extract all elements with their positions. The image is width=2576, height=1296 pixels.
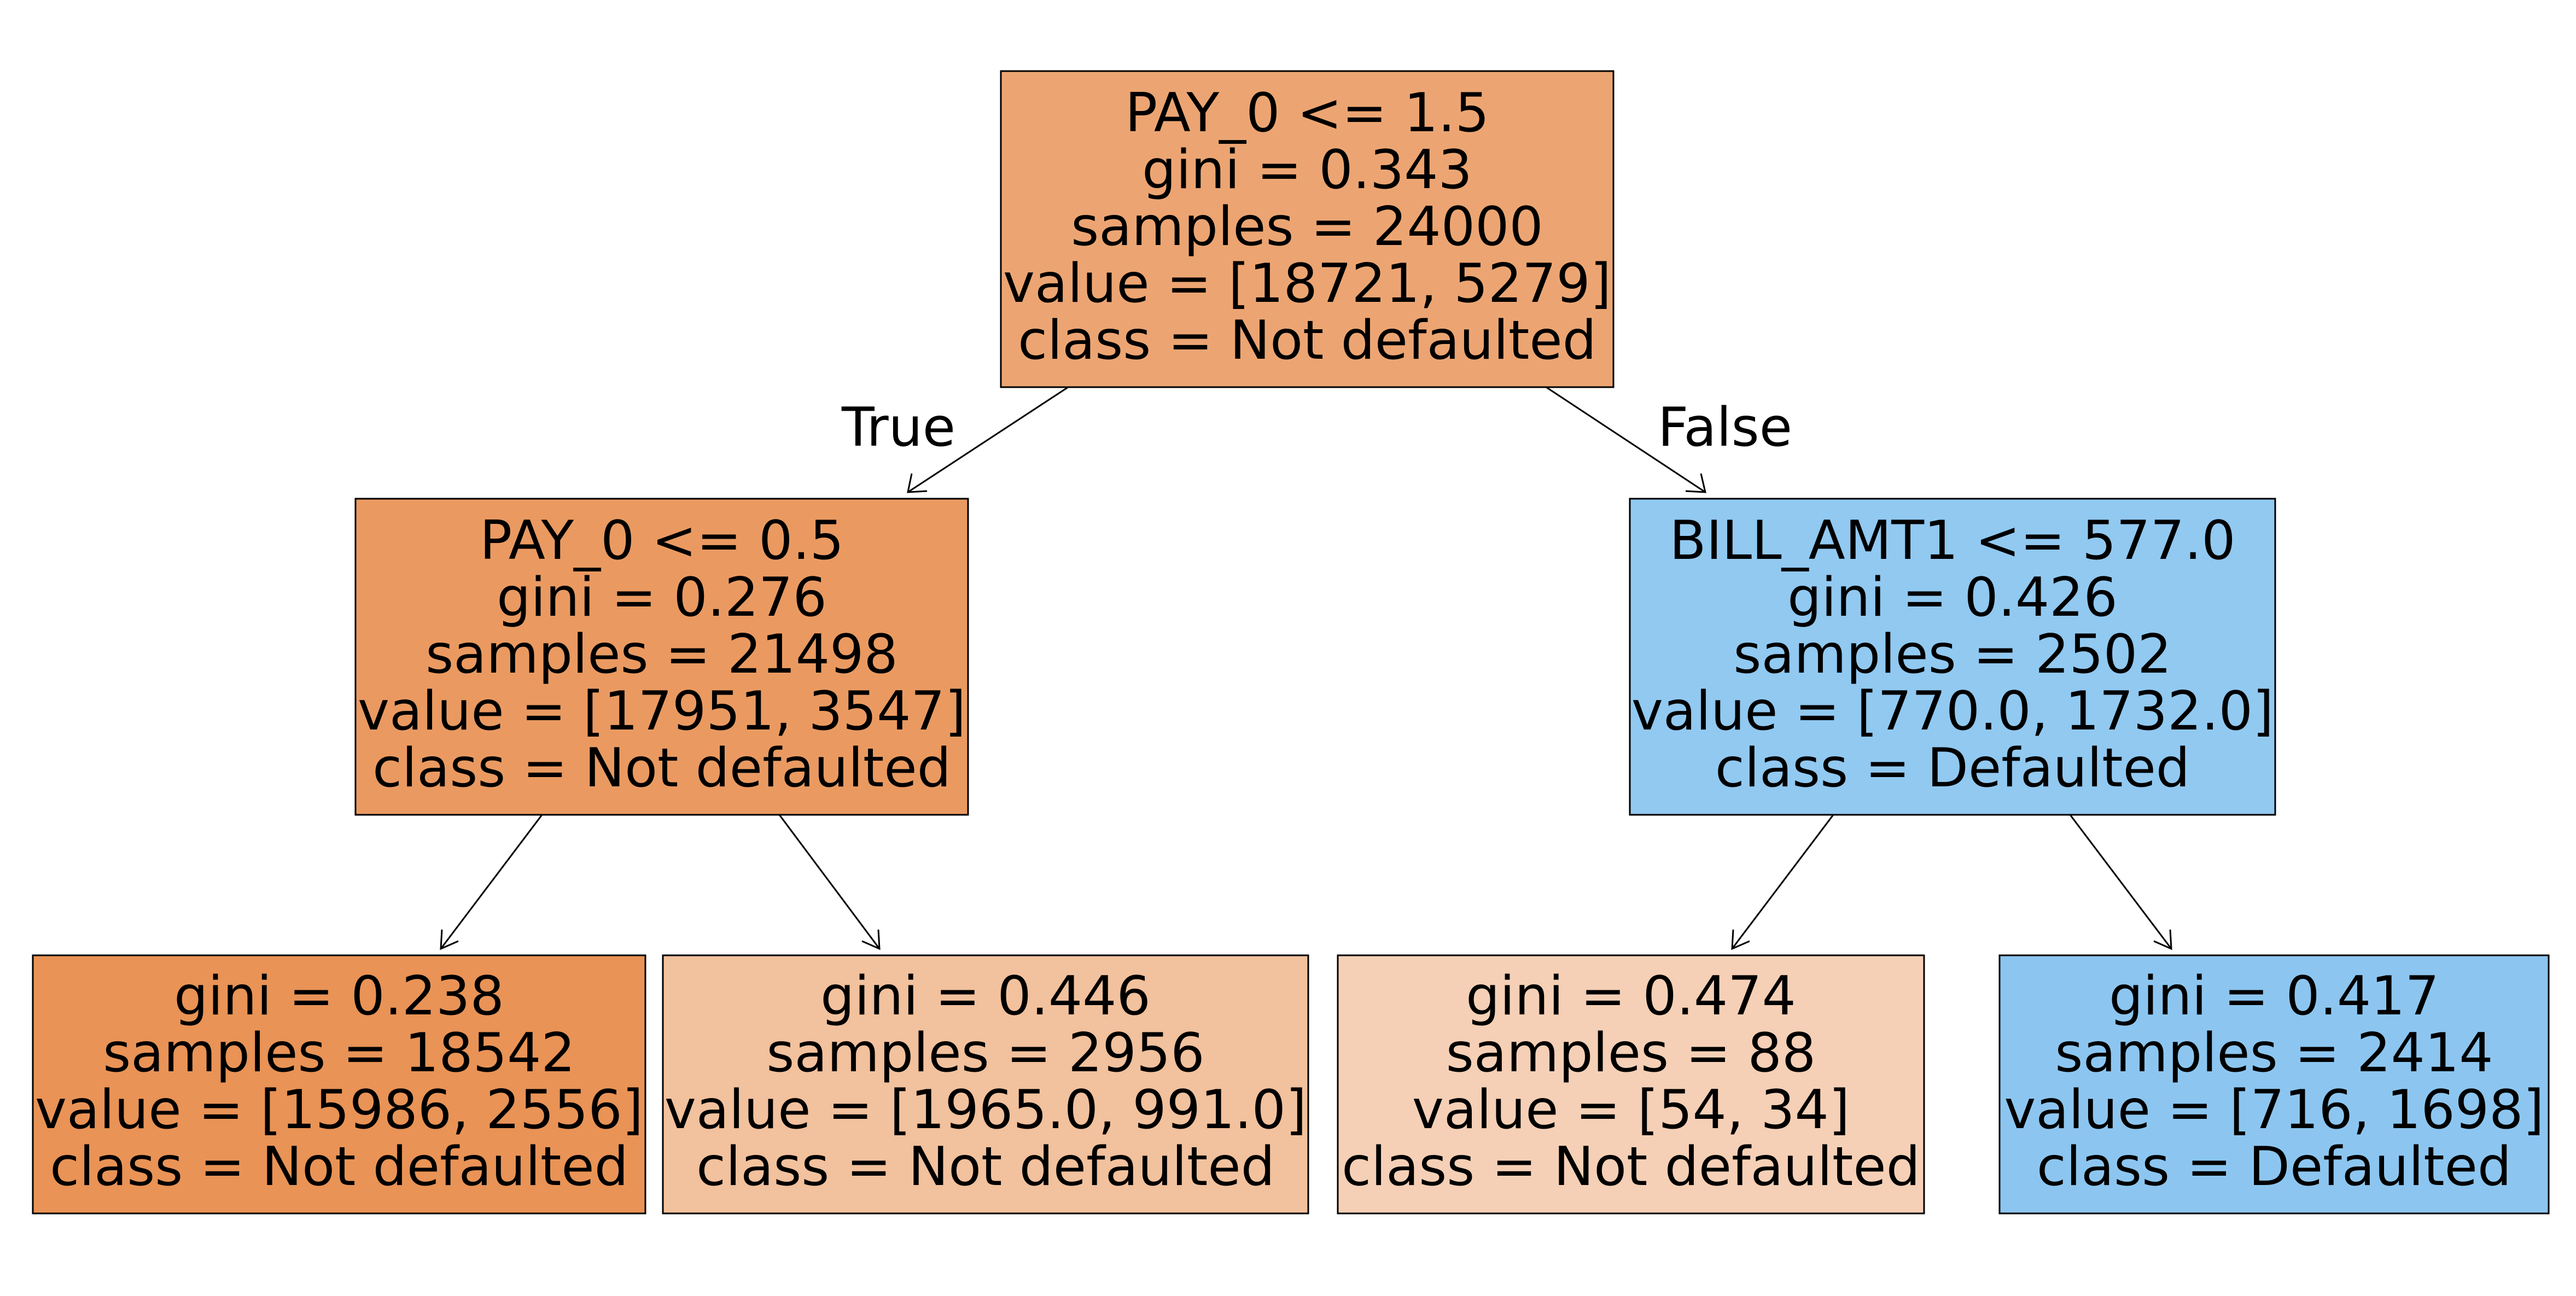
edge-root-left-arrowhead	[907, 473, 928, 493]
edge-right-leaf4	[2069, 814, 2172, 949]
node-leaf2-box	[662, 954, 1309, 1215]
edge-right-leaf4-arrowhead	[2153, 929, 2172, 950]
node-root-split: PAY_0 <= 1.5	[1125, 82, 1489, 144]
node-leaf1-samples: samples = 18542	[103, 1022, 575, 1084]
edge-right-leaf3-arrowhead	[1731, 929, 1750, 950]
edge-root-left	[907, 386, 1069, 493]
node-right-split: BILL_AMT1 <= 577.0	[1669, 510, 2235, 572]
edges	[440, 386, 2172, 950]
node-root-value: value = [18721, 5279]	[1003, 253, 1611, 315]
node-leaf4-samples: samples = 2414	[2055, 1022, 2493, 1084]
node-leaf3-gini: gini = 0.474	[1466, 965, 1796, 1028]
node-left-class: class = Not defaulted	[372, 737, 951, 799]
node-leaf1-value: value = [15986, 2556]	[35, 1079, 643, 1141]
node-right-value: value = [770.0, 1732.0]	[1631, 680, 2274, 743]
node-left-split: PAY_0 <= 0.5	[480, 510, 844, 572]
node-leaf2-samples: samples = 2956	[766, 1022, 1204, 1084]
node-root-class: class = Not defaulted	[1018, 310, 1596, 372]
node-leaf3-box	[1337, 954, 1925, 1215]
node-leaf4-gini: gini = 0.417	[2109, 965, 2439, 1028]
node-right-class: class = Defaulted	[1715, 737, 2190, 799]
node-root-box	[1000, 70, 1615, 388]
node-leaf4-value: value = [716, 1698]	[2004, 1079, 2544, 1141]
node-right: BILL_AMT1 <= 577.0 gini = 0.426 samples …	[1629, 498, 2276, 816]
node-leaf2: gini = 0.446 samples = 2956 value = [196…	[662, 954, 1309, 1215]
edge-root-right-arrowhead	[1685, 473, 1706, 493]
node-root-samples: samples = 24000	[1071, 196, 1543, 258]
node-leaf4-box	[1998, 954, 2550, 1215]
node-leaf2-class: class = Not defaulted	[696, 1136, 1275, 1198]
edge-left-leaf1-arrowhead	[440, 929, 459, 950]
node-left: PAY_0 <= 0.5 gini = 0.276 samples = 2149…	[354, 498, 969, 816]
node-leaf3: gini = 0.474 samples = 88 value = [54, 3…	[1337, 954, 1925, 1215]
node-leaf3-value: value = [54, 34]	[1412, 1079, 1850, 1141]
node-root-gini: gini = 0.343	[1142, 139, 1472, 201]
node-right-box	[1629, 498, 2276, 816]
edge-left-leaf2	[778, 814, 881, 949]
edge-right-leaf3	[1731, 814, 1834, 949]
edge-label-false: False	[1658, 396, 1792, 459]
node-leaf4: gini = 0.417 samples = 2414 value = [716…	[1998, 954, 2550, 1215]
node-left-samples: samples = 21498	[426, 623, 898, 686]
node-leaf1-box	[32, 954, 646, 1215]
edge-root-right	[1546, 386, 1706, 493]
node-left-value: value = [17951, 3547]	[358, 680, 966, 743]
node-leaf4-class: class = Defaulted	[2037, 1136, 2511, 1198]
node-leaf1-gini: gini = 0.238	[174, 965, 504, 1028]
node-leaf2-gini: gini = 0.446	[820, 965, 1151, 1028]
node-leaf2-value: value = [1965.0, 991.0]	[665, 1079, 1307, 1141]
node-root: PAY_0 <= 1.5 gini = 0.343 samples = 2400…	[1000, 70, 1615, 388]
edge-left-leaf2-arrowhead	[861, 929, 881, 950]
node-left-gini: gini = 0.276	[497, 567, 827, 629]
node-leaf1-class: class = Not defaulted	[50, 1136, 628, 1198]
node-leaf3-samples: samples = 88	[1446, 1022, 1816, 1084]
node-leaf3-class: class = Not defaulted	[1342, 1136, 1920, 1198]
node-leaf1: gini = 0.238 samples = 18542 value = [15…	[32, 954, 646, 1215]
node-left-box	[354, 498, 969, 816]
edge-left-leaf1	[440, 814, 543, 949]
edge-label-true: True	[841, 396, 955, 459]
node-right-gini: gini = 0.426	[1787, 567, 2118, 629]
node-right-samples: samples = 2502	[1733, 623, 2171, 686]
